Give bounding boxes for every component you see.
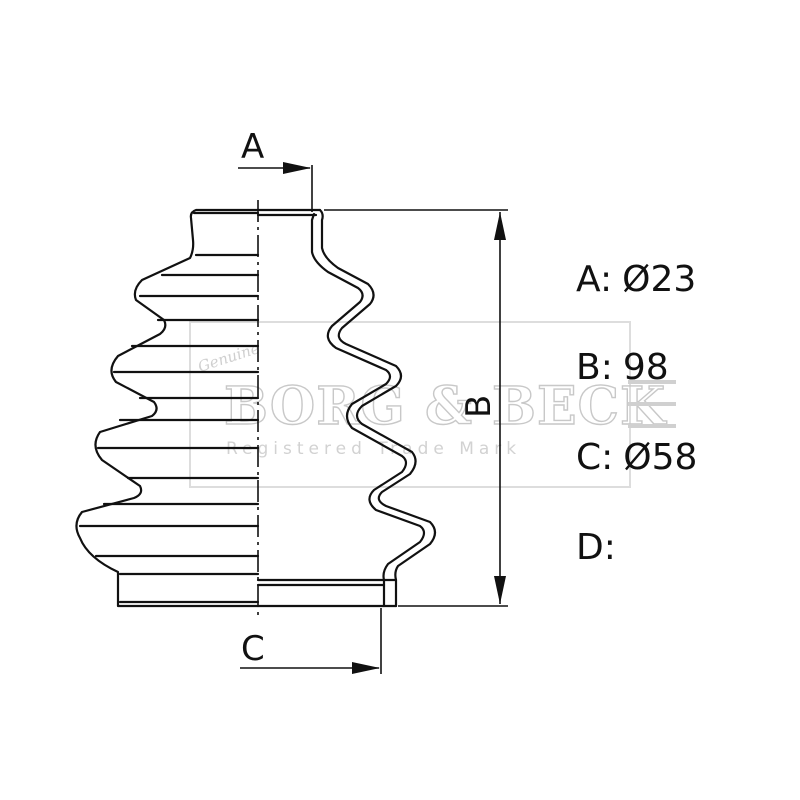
dimension-b-arrow-top xyxy=(494,212,506,240)
spec-b-value: 98 xyxy=(622,347,669,388)
watermark-brand: BORG & BECK xyxy=(224,376,667,437)
spec-b-key: B xyxy=(576,347,601,388)
spec-b-colon: : xyxy=(600,347,613,388)
spec-d-colon: : xyxy=(603,527,616,568)
dimension-a-label: A xyxy=(241,127,264,167)
spec-d: D: xyxy=(576,530,626,566)
dimension-c-arrow xyxy=(352,662,380,674)
boot-silhouette-left xyxy=(75,208,260,608)
spec-b: B:98 xyxy=(576,350,669,386)
dimension-b-label: B xyxy=(459,395,499,418)
watermark-script: Genuine xyxy=(196,339,262,376)
spec-a-value: Ø23 xyxy=(622,259,697,300)
spec-c-key: C xyxy=(576,437,602,478)
dimension-b xyxy=(324,209,508,607)
dimension-c-label: C xyxy=(241,629,265,669)
dimension-a xyxy=(238,162,313,212)
section-wall-outer xyxy=(318,208,437,608)
watermark: Genuine BORG & BECK Registered Trade Mar… xyxy=(189,321,676,488)
spec-c-colon: : xyxy=(601,437,614,478)
boot-section xyxy=(256,208,437,608)
spec-c: C:Ø58 xyxy=(576,440,697,476)
section-wall-inner xyxy=(310,212,426,608)
spec-d-key: D xyxy=(576,527,604,568)
boot-outline xyxy=(75,208,260,608)
dimension-b-arrow-bottom xyxy=(494,576,506,604)
watermark-e-mark xyxy=(628,380,676,428)
dimension-c xyxy=(240,608,382,674)
watermark-subtitle: Registered Trade Mark xyxy=(226,439,521,459)
dimension-a-arrow xyxy=(283,162,311,174)
spec-a: A:Ø23 xyxy=(576,262,696,298)
spec-a-key: A xyxy=(576,259,600,300)
spec-c-value: Ø58 xyxy=(623,437,698,478)
spec-a-colon: : xyxy=(600,259,613,300)
